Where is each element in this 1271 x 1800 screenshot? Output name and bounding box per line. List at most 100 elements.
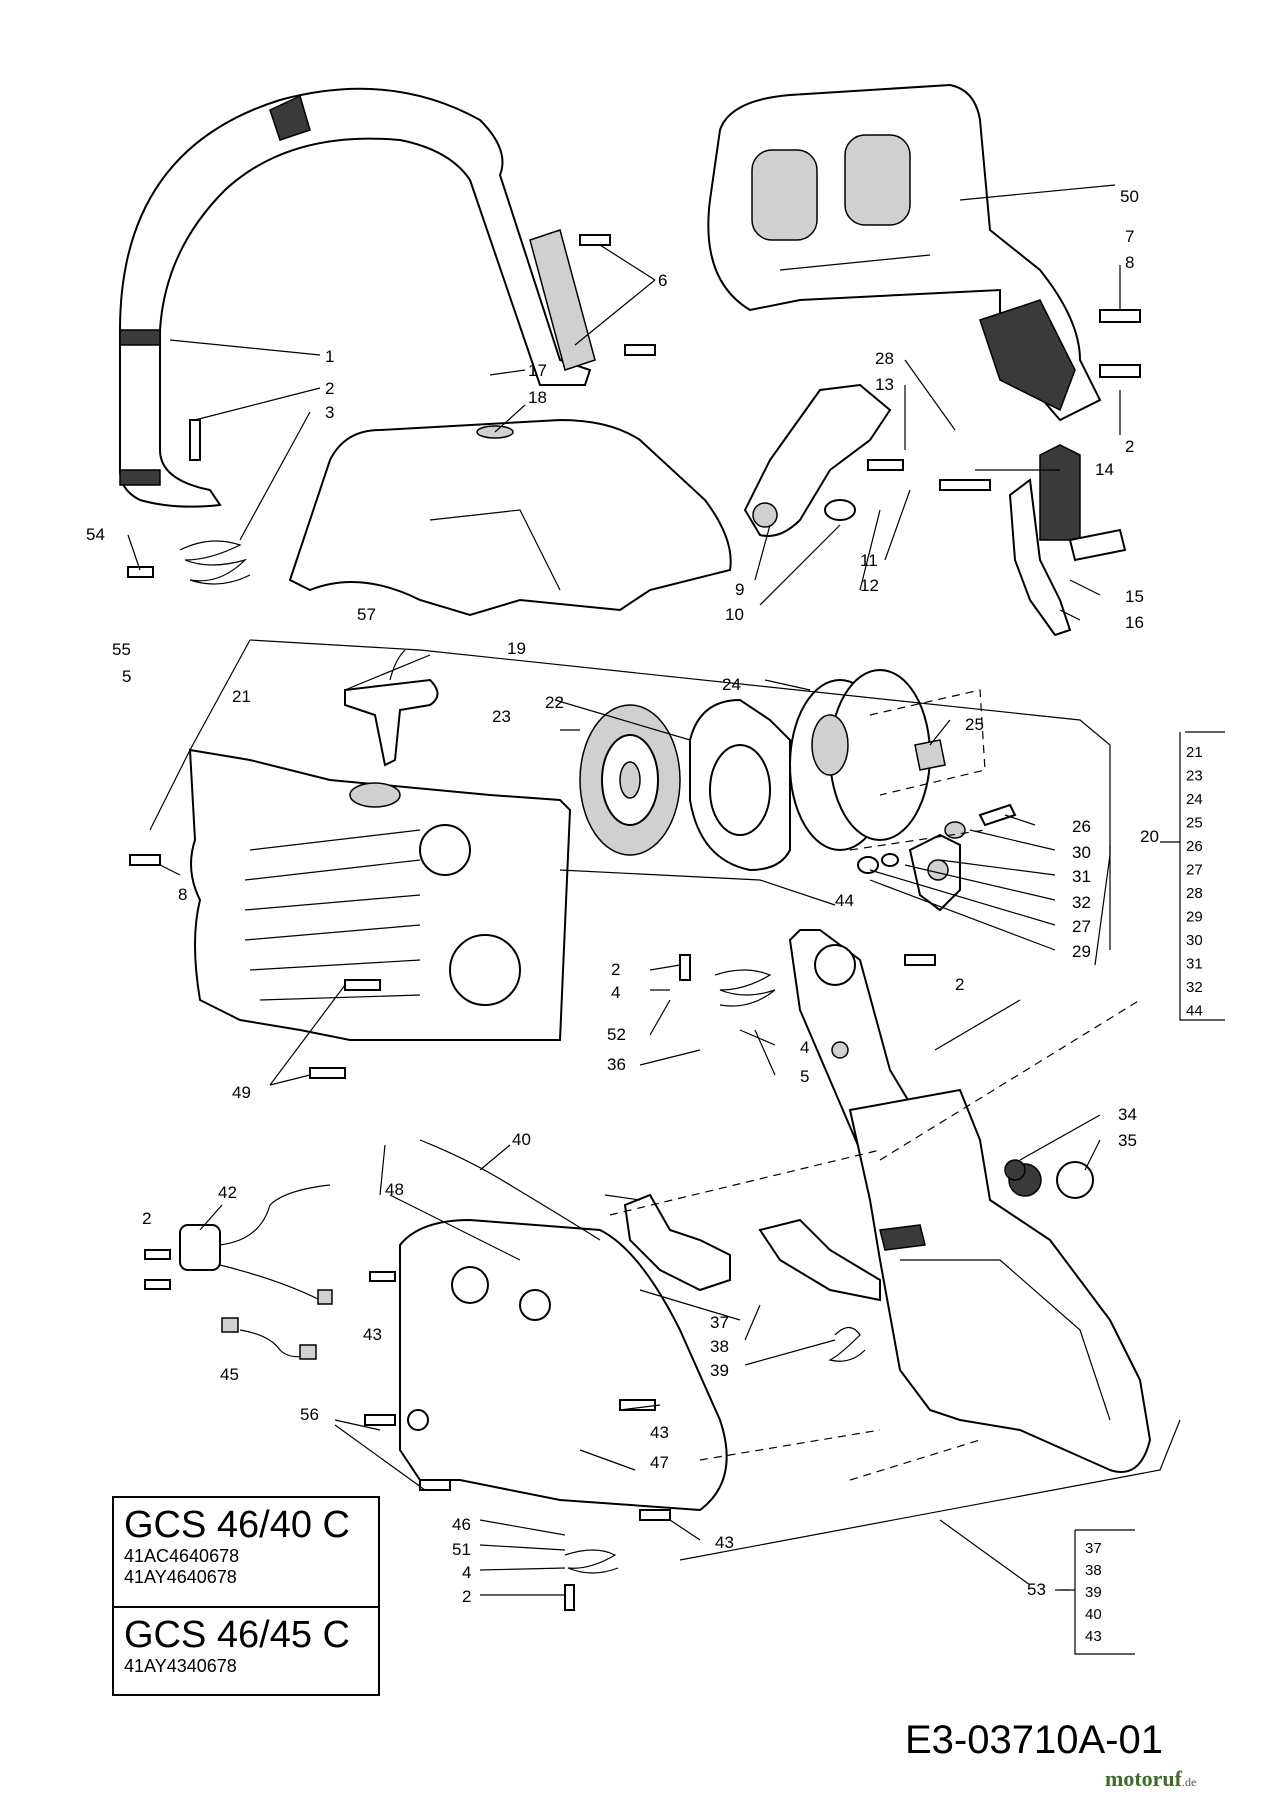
drawing-reference: E3-03710A-01 [905,1718,1163,1762]
kit-20-item: 28 [1186,885,1203,902]
callout-37: 37 [710,1313,729,1332]
callout-40: 40 [512,1130,531,1149]
callout-43b: 43 [650,1423,669,1442]
starter-housing [188,748,572,1041]
kit-53-item: 38 [1085,1562,1102,1579]
rear-handle-guard [707,83,1102,422]
callout-36: 36 [607,1055,626,1074]
callout-32: 32 [1072,893,1091,912]
callout-48: 48 [385,1180,404,1199]
callout-3: 3 [325,403,334,422]
watermark-name: motoruf [1105,1766,1182,1791]
kit-53-item: 37 [1085,1540,1102,1557]
kit-53-item: 43 [1085,1628,1102,1645]
starter-vent-grille [244,829,421,1001]
kit-20-item: 21 [1186,744,1203,761]
kit-20-item: 25 [1186,815,1203,832]
callout-13: 13 [875,375,894,394]
callout-17: 17 [528,361,547,380]
callout-14: 14 [1095,460,1114,479]
model-code: 41AY4640678 [124,1567,237,1587]
callout-2f: 2 [462,1587,471,1606]
callout-5b: 5 [800,1067,809,1086]
kit-20-item: 24 [1186,791,1203,808]
callout-leader-lines [127,184,1181,1596]
callout-15: 15 [1125,587,1144,606]
starter-handle [344,649,439,767]
kit-20-item: 27 [1186,862,1203,879]
oil-tank-housing [399,1218,728,1512]
watermark-tld: .de [1181,1775,1197,1789]
callout-29: 29 [1072,942,1091,961]
front-handle-bar [119,87,596,508]
callout-2b: 2 [1125,437,1134,456]
callout-25: 25 [965,715,984,734]
callout-52: 52 [607,1025,626,1044]
model-box-1: GCS 46/40 C 41AC4640678 41AY4640678 [112,1496,380,1608]
brake-spring-assembly [1008,444,1127,637]
callout-47: 47 [650,1453,669,1472]
callout-27: 27 [1072,917,1091,936]
callout-12: 12 [860,576,879,595]
callout-55: 55 [112,640,131,659]
callout-49: 49 [232,1083,251,1102]
callout-23: 23 [492,707,511,726]
callout-6: 6 [658,271,667,290]
callout-24: 24 [722,675,741,694]
springs [179,540,866,1574]
callout-21: 21 [232,687,251,706]
callout-4b: 4 [800,1038,809,1057]
callout-51: 51 [452,1540,471,1559]
callout-7: 7 [1125,227,1134,246]
model-name: GCS 46/40 C [124,1504,350,1546]
rewind-spring [579,704,681,856]
callout-44: 44 [835,891,854,910]
callout-9: 9 [735,580,744,599]
callout-16: 16 [1125,613,1144,632]
model-box-2: GCS 46/45 C 41AY4340678 [112,1608,380,1696]
screws [127,234,1141,1611]
callout-20: 20 [1140,827,1159,846]
callout-2e: 2 [142,1209,151,1228]
callout-30: 30 [1072,843,1091,862]
callout-11: 11 [860,551,878,570]
callout-56: 56 [300,1405,319,1424]
callout-8b: 8 [178,885,187,904]
callout-19: 19 [507,639,526,658]
callout-26: 26 [1072,817,1091,836]
kit-53-item: 40 [1085,1606,1102,1623]
callout-39: 39 [710,1361,729,1380]
callout-2c: 2 [611,960,620,979]
callout-8a: 8 [1125,253,1134,272]
callout-4a: 4 [611,983,620,1002]
kit-20-item: 32 [1186,979,1203,996]
callout-1: 1 [325,347,334,366]
callout-35: 35 [1118,1131,1137,1150]
spring-cover [689,698,791,872]
callout-57: 57 [357,605,376,624]
callout-43a: 43 [363,1325,382,1344]
callout-10: 10 [725,605,744,624]
model-code: 41AY4340678 [124,1656,237,1676]
kit-20-item: 44 [1186,1003,1203,1020]
callout-2: 2 [325,379,334,398]
clutch-cover [848,1088,1152,1473]
callout-42: 42 [218,1183,237,1202]
callout-45: 45 [220,1365,239,1384]
rope-pulley [789,669,986,851]
callout-38: 38 [710,1337,729,1356]
kit-20-item: 29 [1186,909,1203,926]
model-name: GCS 46/45 C [124,1614,350,1656]
callout-labels: 1 2 3 54 55 5 6 17 18 57 19 50 7 8 2 28 … [86,187,1159,1606]
kit-20-item: 26 [1186,838,1203,855]
callout-18: 18 [528,388,547,407]
callout-34: 34 [1118,1105,1137,1124]
model-code: 41AC4640678 [124,1546,240,1566]
callout-5: 5 [122,667,131,686]
watermark-logo: motoruf.de [1105,1766,1196,1795]
brake-band-parts [623,1193,881,1302]
callout-28: 28 [875,349,894,368]
